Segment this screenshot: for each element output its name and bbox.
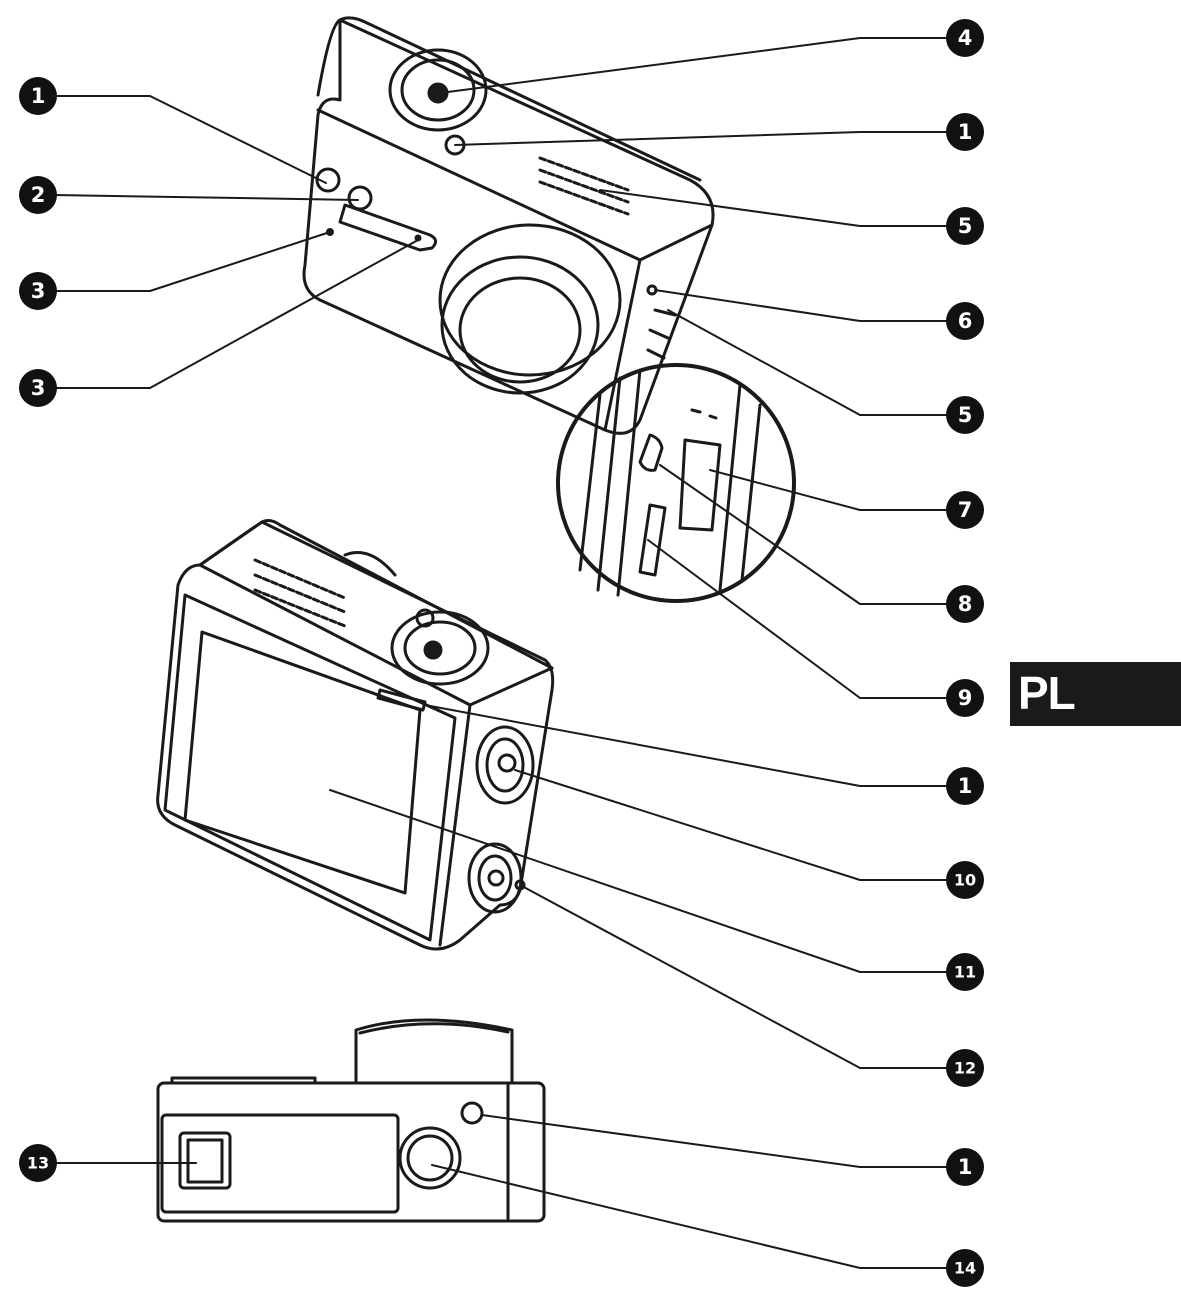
callout-label: 6 <box>958 309 973 333</box>
callout-label: 5 <box>958 214 973 238</box>
callout-label: 5 <box>958 403 973 427</box>
callout-label: 12 <box>954 1059 976 1078</box>
callout-1-right-a: 1 <box>946 113 984 151</box>
callout-label: 1 <box>958 120 973 144</box>
callout-label: 1 <box>958 774 973 798</box>
callout-13: 13 <box>19 1144 57 1182</box>
callout-2: 2 <box>19 176 57 214</box>
callout-7: 7 <box>946 491 984 529</box>
callout-1-top-left: 1 <box>19 77 57 115</box>
callout-label: 3 <box>31 279 46 303</box>
language-tab-label: PL <box>1018 667 1076 719</box>
callout-label: 10 <box>954 871 976 890</box>
callout-9: 9 <box>946 679 984 717</box>
callout-label: 11 <box>954 963 976 982</box>
callout-label: 1 <box>958 1155 973 1179</box>
callout-12: 12 <box>946 1049 984 1087</box>
callout-label: 1 <box>31 84 46 108</box>
callout-11: 11 <box>946 953 984 991</box>
callout-10: 10 <box>946 861 984 899</box>
camera-rear-view <box>156 519 555 951</box>
callout-label: 13 <box>27 1154 49 1173</box>
callout-3-lower: 3 <box>19 369 57 407</box>
callout-14: 14 <box>946 1249 984 1287</box>
callout-1-right-b: 1 <box>946 767 984 805</box>
callout-label: 3 <box>31 376 46 400</box>
callout-3-upper: 3 <box>19 272 57 310</box>
leader-lines <box>53 37 947 1269</box>
callout-label: 8 <box>958 592 973 616</box>
callout-4: 4 <box>946 19 984 57</box>
callout-5-lower: 5 <box>946 396 984 434</box>
callout-6: 6 <box>946 302 984 340</box>
camera-bottom-view <box>156 1018 546 1223</box>
callout-label: 14 <box>954 1259 976 1278</box>
callout-label: 7 <box>958 498 973 522</box>
callout-badges: 1 2 3 3 4 1 5 6 5 7 8 9 1 10 11 12 13 1 … <box>19 19 984 1287</box>
language-tab: PL <box>1010 662 1181 726</box>
callout-1-right-c: 1 <box>946 1148 984 1186</box>
callout-label: 4 <box>958 26 973 50</box>
callout-label: 9 <box>958 686 973 710</box>
camera-angled-view <box>302 16 796 603</box>
callout-label: 2 <box>31 183 46 207</box>
callout-5-upper: 5 <box>946 207 984 245</box>
callout-8: 8 <box>946 585 984 623</box>
